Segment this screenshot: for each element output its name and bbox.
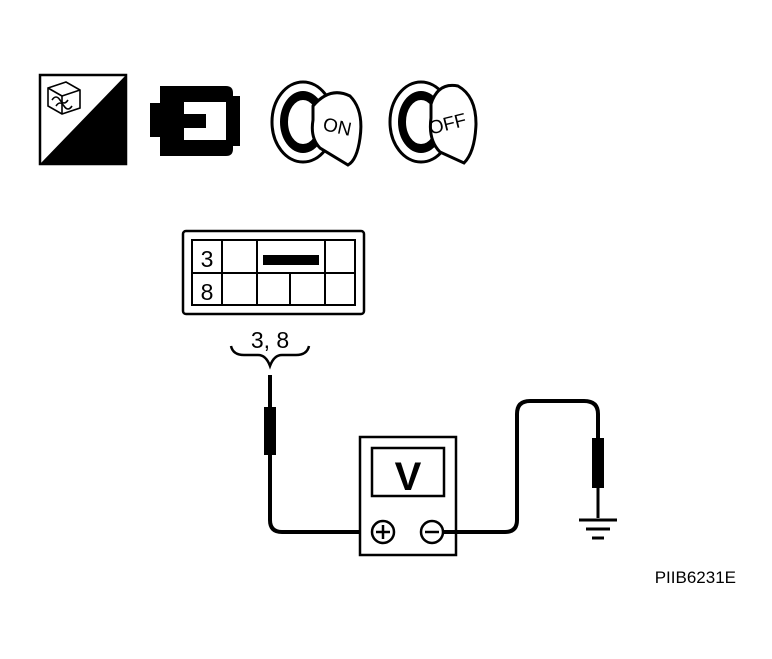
terminals-brace <box>229 345 311 370</box>
positive-probe <box>264 375 372 534</box>
harness-side-icon: H.S. <box>38 73 128 166</box>
ground-icon <box>579 518 617 540</box>
figure-code: PIIB6231E <box>655 568 736 587</box>
hs-label: H.S. <box>77 138 122 164</box>
terminals-label: 3, 8 <box>251 327 289 353</box>
connector-row2-label: 8 <box>201 279 214 305</box>
plus-terminal-icon <box>370 519 396 545</box>
connector-row1-label: 3 <box>201 246 214 272</box>
ignition-key-off-icon: OFF <box>388 80 478 165</box>
harness-connector-icon: 3 8 <box>181 229 366 316</box>
connector-disconnected-icon <box>150 86 240 156</box>
ignition-key-on-icon: ON <box>270 80 363 167</box>
minus-terminal-icon <box>419 519 445 545</box>
voltmeter-icon: V <box>358 435 458 557</box>
negative-probe <box>443 399 604 534</box>
meter-label: V <box>395 455 422 499</box>
